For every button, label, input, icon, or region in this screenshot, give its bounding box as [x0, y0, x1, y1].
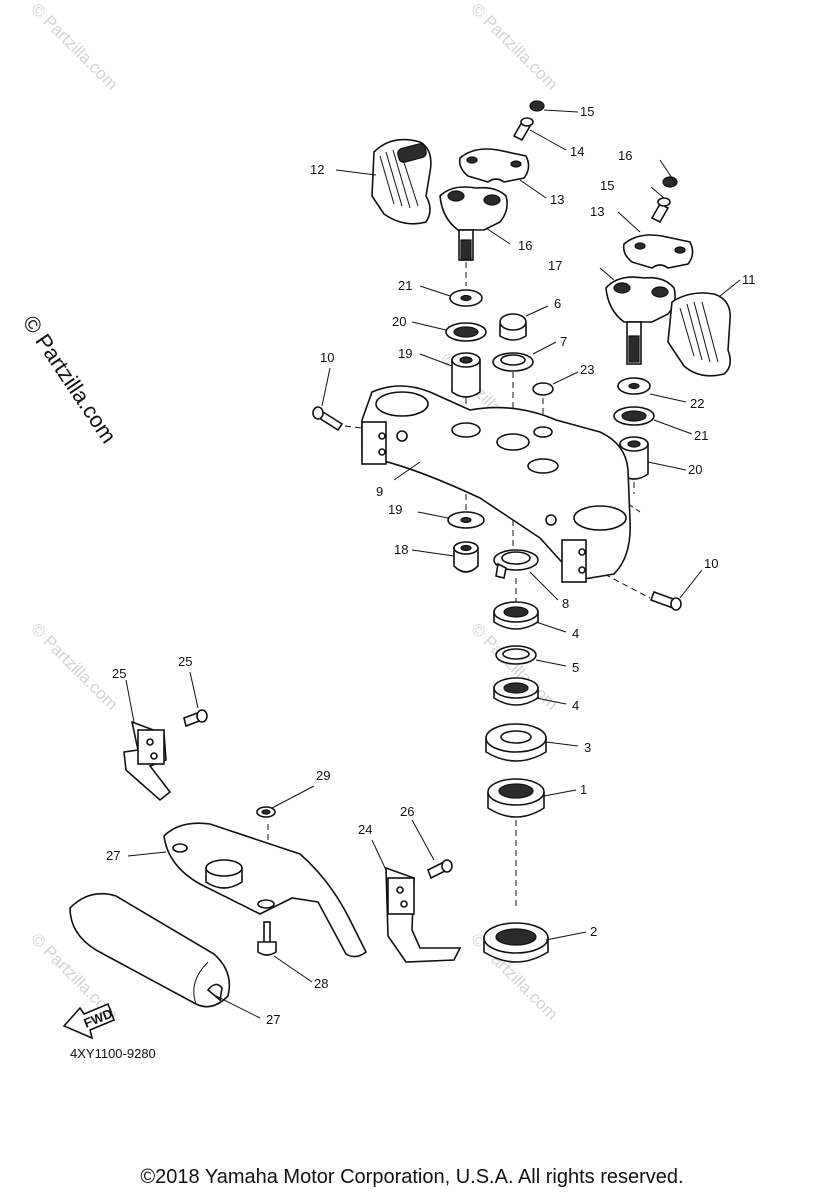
callout-1: 1: [580, 782, 587, 797]
bolt-14-right: [650, 197, 671, 224]
lock-washer-6: [493, 549, 539, 579]
callout-5: 5: [572, 660, 579, 675]
callout-13: 13: [550, 192, 564, 207]
part-code: 4XY1100-9280: [70, 1046, 156, 1061]
bearing-1: [487, 778, 545, 818]
callout-25: 26: [400, 804, 414, 819]
callout-10: 10: [320, 350, 334, 365]
bushing-20-left: [445, 322, 487, 342]
callout-17: 18: [394, 542, 408, 557]
upper-holder-13-right: [622, 234, 694, 269]
damper-19-left: [451, 352, 481, 398]
callout-26: 27: [266, 1012, 280, 1027]
nut-17: [453, 541, 479, 573]
side-watermark: © Partzilla.com: [18, 311, 122, 448]
callout-19: 19: [398, 346, 412, 361]
callout-4: 4: [572, 626, 579, 641]
callout-8: 7: [560, 334, 567, 349]
callout-19: 20: [688, 462, 702, 477]
bolt-10-left: [312, 406, 344, 432]
bolt-25-upper: [183, 709, 208, 728]
ring-nut-4-lower: [493, 677, 539, 706]
leader-lines: [125, 109, 741, 1019]
callout-23: 24: [358, 822, 372, 837]
callout-10: 10: [704, 556, 718, 571]
washer-21-left: [449, 289, 483, 307]
bolt-14-left: [512, 117, 534, 142]
fwd-arrow-icon: FWD: [62, 1002, 116, 1040]
callout-labels: 15 14 16 15 12 13 13 16 17 11 21 20 19 6…: [106, 104, 756, 1027]
lower-holder-16-right: [605, 276, 676, 365]
callout-4: 4: [572, 698, 579, 713]
watermark: © Partzilla.com: [27, 0, 121, 94]
callout-25: 25: [178, 654, 192, 669]
bolt-25-lower: [426, 859, 453, 880]
callout-16: 17: [548, 258, 562, 273]
callout-27: 27: [106, 848, 120, 863]
callout-29: 29: [316, 768, 330, 783]
callout-15: 15: [580, 104, 594, 119]
upper-bracket-9: [361, 385, 631, 583]
callout-15: 16: [618, 148, 632, 163]
callout-16: 16: [518, 238, 532, 253]
washer-5: [495, 645, 537, 665]
callout-22: 23: [580, 362, 594, 377]
callout-14: 14: [570, 144, 584, 159]
handlebar-pad-11: [667, 292, 732, 377]
cap-7: [499, 313, 527, 341]
plug-22: [532, 382, 554, 396]
callout-6: 8: [562, 596, 569, 611]
bearing-2: [483, 922, 549, 963]
fork-cover-26: [69, 892, 231, 1008]
callout-7: 6: [554, 296, 561, 311]
seal-3: [485, 723, 547, 762]
callout-21: 22: [690, 396, 704, 411]
callout-12: 12: [310, 162, 324, 177]
callout-13: 13: [590, 204, 604, 219]
watermark: © Partzilla.com: [467, 0, 561, 94]
copyright-notice: ©2018 Yamaha Motor Corporation, U.S.A. A…: [140, 1166, 684, 1188]
lower-holder-16-left: [439, 186, 508, 261]
cap-15-left: [529, 100, 545, 112]
callout-11: 11: [742, 272, 756, 287]
bracket-24: [123, 720, 172, 802]
callout-21: 21: [398, 278, 412, 293]
washer-21-right: [617, 377, 651, 395]
bolt-28: [257, 921, 277, 956]
washer-18: [447, 511, 485, 529]
upper-holder-13-left: [458, 148, 530, 183]
callout-3: 3: [584, 740, 591, 755]
bracket-23: [385, 866, 462, 963]
cover-27: [163, 822, 368, 958]
callout-28: 28: [314, 976, 328, 991]
callout-20: 20: [392, 314, 406, 329]
collar-29: [256, 806, 276, 818]
watermark: © Partzilla.com: [27, 619, 121, 713]
callout-2: 2: [590, 924, 597, 939]
ring-nut-4-upper: [493, 601, 539, 630]
bushing-20-right: [613, 406, 655, 426]
callout-20: 21: [694, 428, 708, 443]
handlebar-pad-12: [371, 138, 432, 225]
callout-24: 25: [112, 666, 126, 681]
ring-8: [492, 352, 534, 372]
callout-18: 19: [388, 502, 402, 517]
callout-9: 9: [376, 484, 383, 499]
bolt-10-right: [649, 590, 682, 611]
callout-14: 15: [600, 178, 614, 193]
